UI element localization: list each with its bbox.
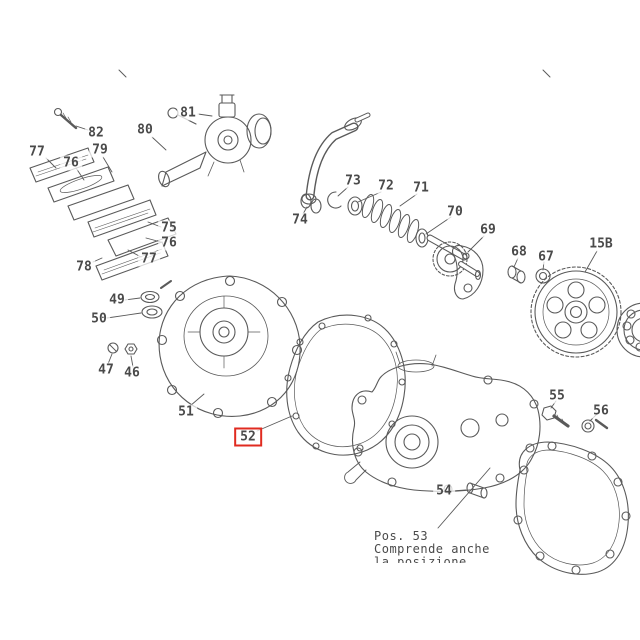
bolts-drawing: [541, 405, 609, 433]
part-label-78[interactable]: 78: [73, 259, 95, 275]
part-label-56[interactable]: 56: [590, 403, 612, 419]
part-label-47[interactable]: 47: [95, 362, 117, 378]
small-fasteners-drawing: [107, 342, 138, 355]
part-label-50[interactable]: 50: [88, 311, 110, 327]
part-label-54[interactable]: 54: [433, 483, 455, 499]
part-label-70[interactable]: 70: [444, 204, 466, 220]
part-label-75[interactable]: 75: [158, 220, 180, 236]
part-label-72[interactable]: 72: [375, 178, 397, 194]
clutch-cover-drawing: [156, 275, 303, 419]
carburetor-drawing: [158, 94, 272, 188]
part-label-46[interactable]: 46: [121, 365, 143, 381]
part-label-76[interactable]: 76: [158, 235, 180, 251]
scan-marks: [118, 69, 551, 78]
part-label-76[interactable]: 76: [60, 155, 82, 171]
part-label-52[interactable]: 52: [234, 427, 262, 447]
part-label-74[interactable]: 74: [289, 212, 311, 228]
part-label-51[interactable]: 51: [175, 404, 197, 420]
part-label-15b[interactable]: 15B: [586, 236, 616, 252]
part-label-67[interactable]: 67: [535, 249, 557, 265]
bearing-drawing: [616, 302, 640, 358]
crankcase-drawing: [344, 351, 541, 494]
part-label-68[interactable]: 68: [508, 244, 530, 260]
part-label-71[interactable]: 71: [410, 180, 432, 196]
spacer-and-nut-drawing: [507, 265, 551, 284]
part-label-69[interactable]: 69: [477, 222, 499, 238]
part-label-81[interactable]: 81: [177, 105, 199, 121]
screw-drawing: [53, 107, 78, 130]
dowel-pin-drawing: [466, 482, 488, 499]
reed-valve-stack-drawing: [29, 147, 177, 281]
part-label-77[interactable]: 77: [26, 144, 48, 160]
washers-drawing: [140, 280, 172, 319]
part-label-77[interactable]: 77: [138, 251, 160, 267]
primary-gear-drawing: [530, 266, 622, 358]
note-line: la posizione: [374, 555, 467, 564]
part-label-55[interactable]: 55: [546, 388, 568, 404]
part-label-73[interactable]: 73: [342, 173, 364, 189]
leader-lines: [45, 113, 598, 529]
kickstart-lever-drawing: [301, 112, 371, 205]
part-label-79[interactable]: 79: [89, 142, 111, 158]
note-line: Pos. 53: [374, 530, 429, 543]
part-label-80[interactable]: 80: [134, 122, 156, 138]
part-label-82[interactable]: 82: [85, 125, 107, 141]
note-line: Comprende anche: [374, 542, 490, 556]
return-spring-drawing: [361, 194, 420, 243]
part-label-49[interactable]: 49: [106, 292, 128, 308]
side-gasket-drawing: [513, 441, 631, 575]
kickshaft-gear-drawing: [415, 228, 484, 300]
